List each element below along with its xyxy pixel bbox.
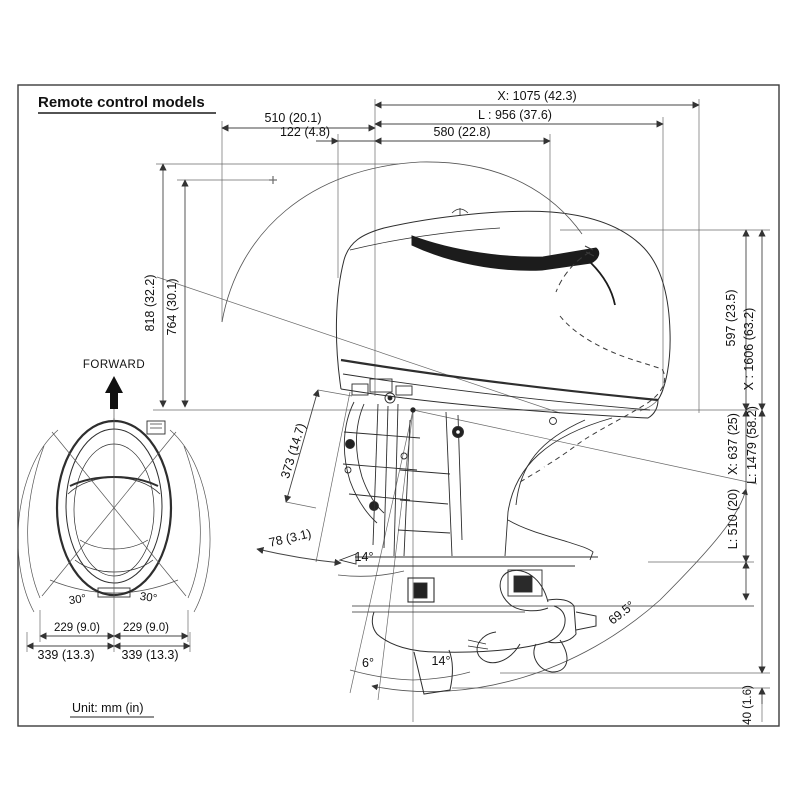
dim-skeg-clearance: 40 (1.6) bbox=[742, 685, 754, 725]
dim-transom-angle: 14° bbox=[355, 550, 374, 564]
forward-arrow-icon bbox=[105, 376, 123, 409]
dim-overall-length-x: X: 1075 (42.3) bbox=[497, 89, 576, 103]
dim-clamp-to-plate-x: X: 637 (25) bbox=[726, 413, 740, 475]
dim-steer-right: 30° bbox=[139, 591, 158, 605]
tilt-range-arc bbox=[371, 488, 748, 692]
transom-angle-arc bbox=[337, 570, 405, 577]
forward-label: FORWARD bbox=[83, 359, 145, 371]
dim-clamp-to-plate-l: L: 510 (20) bbox=[726, 489, 740, 549]
dimension-lines bbox=[26, 101, 766, 704]
dim-bracket-span: 373 (14.7) bbox=[278, 422, 308, 481]
top-view-extensions bbox=[26, 600, 191, 652]
dim-tilted-height-top: 764 (30.1) bbox=[165, 279, 179, 336]
cowl-top-view bbox=[17, 418, 211, 613]
diagram-border bbox=[17, 84, 780, 727]
dim-bracket-offset: 78 (3.1) bbox=[268, 526, 313, 549]
dim-cowl-front-overhang: 122 (4.8) bbox=[280, 125, 330, 139]
engine-side-view bbox=[335, 208, 754, 695]
dim-inner-half-left: 229 (9.0) bbox=[54, 622, 100, 634]
steering-range-lines bbox=[17, 418, 211, 613]
angle-arcs bbox=[49, 488, 748, 692]
dim-trim-min: 6° bbox=[362, 656, 374, 670]
skeg bbox=[413, 649, 453, 695]
tilt-pivot-point bbox=[410, 407, 416, 413]
dim-inner-half-right: 229 (9.0) bbox=[123, 622, 169, 634]
dim-transom-to-rear: 580 (22.8) bbox=[434, 125, 491, 139]
dim-clamp-to-top: 597 (23.5) bbox=[724, 290, 738, 347]
gearcase bbox=[371, 605, 566, 695]
tilted-position-outline bbox=[221, 161, 666, 483]
unit-note: Unit: mm (in) bbox=[72, 701, 144, 715]
dim-tilt-front-length: 510 (20.1) bbox=[265, 111, 322, 125]
dim-overall-length-l: L : 956 (37.6) bbox=[478, 108, 552, 122]
driveshaft-housing bbox=[397, 411, 613, 597]
dim-outer-half-left: 339 (13.3) bbox=[38, 648, 95, 662]
extension-lines bbox=[153, 99, 770, 722]
dim-tilted-height-max: 818 (32.2) bbox=[143, 275, 157, 332]
dim-tilt-range: 69.5° bbox=[606, 598, 638, 627]
anti-ventilation-plate bbox=[338, 553, 754, 613]
cowl-seam bbox=[340, 358, 659, 402]
dim-overall-height-l: L: 1479 (58.2) bbox=[745, 406, 759, 484]
trim-arc bbox=[349, 669, 471, 681]
page-title: Remote control models bbox=[38, 94, 205, 111]
dim-trim-max: 14° bbox=[432, 654, 451, 668]
dim-outer-half-right: 339 (13.3) bbox=[122, 648, 179, 662]
air-intake-stripe bbox=[411, 235, 600, 271]
clamp-bracket bbox=[342, 378, 421, 557]
forward-indicator bbox=[105, 376, 123, 430]
dim-overall-height-x: X : 1606 (63.2) bbox=[742, 308, 756, 391]
cowl-outline bbox=[335, 210, 671, 401]
dim-steer-left: 30° bbox=[68, 593, 87, 607]
propeller bbox=[476, 570, 597, 673]
